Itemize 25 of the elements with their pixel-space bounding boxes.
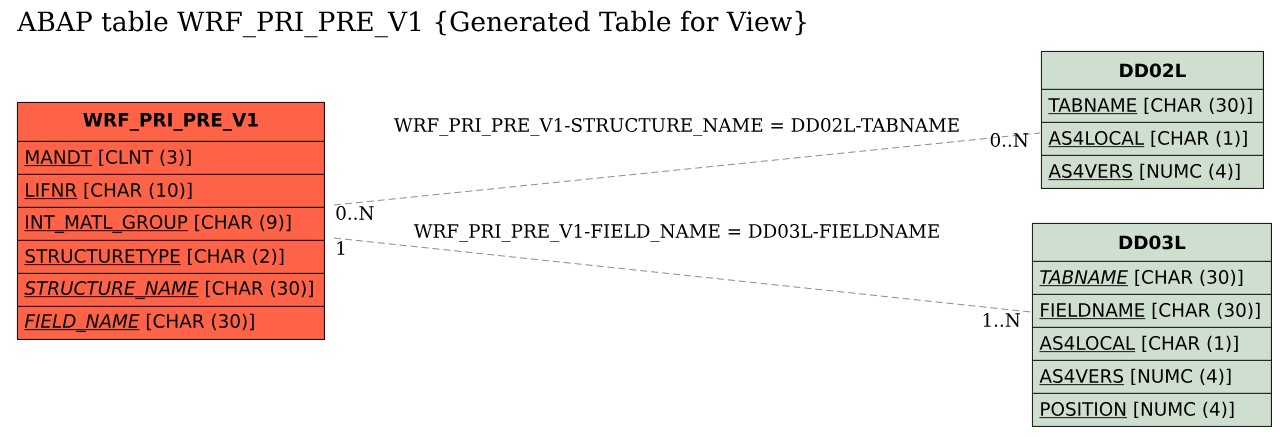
table-row: FIELD_NAME [CHAR (30)] <box>17 306 325 340</box>
table-header: DD03L <box>1032 223 1272 262</box>
cardinality-label: 1..N <box>983 313 1020 327</box>
edge-label: WRF_PRI_PRE_V1-STRUCTURE_NAME = DD02L-TABNAME <box>392 117 962 137</box>
table-row: AS4VERS [NUMC (4)] <box>1041 155 1264 189</box>
table-row: INT_MATL_GROUP [CHAR (9)] <box>17 207 325 241</box>
table-row: STRUCTURE_NAME [CHAR (30)] <box>17 273 325 307</box>
edge-label: WRF_PRI_PRE_V1-FIELD_NAME = DD03L-FIELDNAME <box>412 223 942 243</box>
table-row: AS4VERS [NUMC (4)] <box>1032 360 1272 394</box>
table-row: TABNAME [CHAR (30)] <box>1041 89 1264 123</box>
table-row: AS4LOCAL [CHAR (1)] <box>1041 122 1264 156</box>
cardinality-label: 0..N <box>336 206 374 220</box>
table-row: MANDT [CLNT (3)] <box>17 141 325 175</box>
cardinality-label: 0..N <box>990 133 1028 147</box>
table-header: WRF_PRI_PRE_V1 <box>17 102 325 142</box>
diagram-title: ABAP table WRF_PRI_PRE_V1 {Generated Table for View} <box>17 10 806 38</box>
cardinality-label: 1 <box>337 241 345 255</box>
table-row: LIFNR [CHAR (10)] <box>17 174 325 208</box>
table-header: DD02L <box>1041 51 1264 90</box>
table-row: FIELDNAME [CHAR (30)] <box>1032 294 1272 328</box>
table-row: TABNAME [CHAR (30)] <box>1032 261 1272 295</box>
table-row: STRUCTURETYPE [CHAR (2)] <box>17 240 325 274</box>
table-row: POSITION [NUMC (4)] <box>1032 393 1272 427</box>
relationship-line <box>333 132 1041 206</box>
table-row: AS4LOCAL [CHAR (1)] <box>1032 327 1272 361</box>
